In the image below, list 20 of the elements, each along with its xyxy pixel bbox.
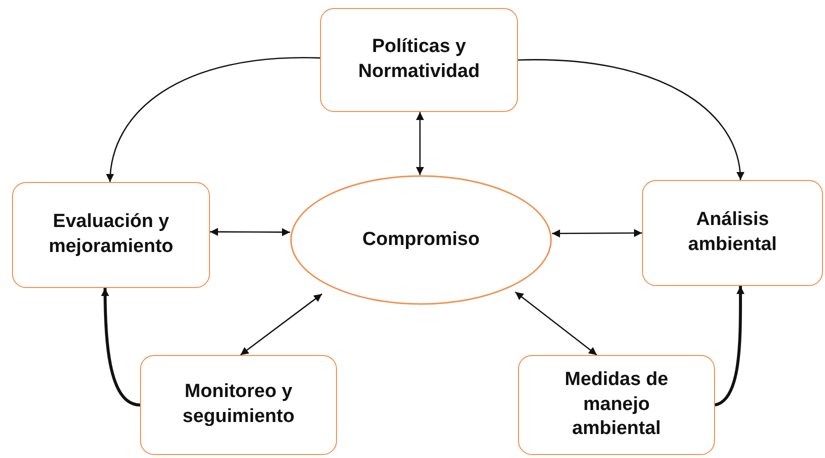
node-label: Evaluación y mejoramiento [48, 210, 174, 259]
connector-arrow [416, 112, 424, 175]
connector-arrow [210, 228, 290, 236]
connector-arrow [714, 286, 744, 406]
process-box [140, 355, 337, 455]
connector-arrow [514, 291, 598, 356]
node-label: Monitoreo y seguimiento [182, 380, 296, 429]
connector-arrow [240, 293, 322, 356]
connector-arrow [552, 229, 642, 238]
node-label: Medidas de manejo ambiental [564, 368, 670, 442]
process-box [12, 182, 210, 288]
node-label: Análisis ambiental [687, 208, 778, 257]
node-label: Políticas y Normatividad [357, 35, 481, 84]
connector-arrow [106, 57, 320, 182]
connector-arrow [101, 288, 140, 406]
node-label: Compromiso [361, 228, 481, 252]
process-box [642, 180, 823, 286]
connector-arrow [518, 59, 744, 180]
process-box [320, 8, 518, 112]
process-box [518, 355, 715, 455]
